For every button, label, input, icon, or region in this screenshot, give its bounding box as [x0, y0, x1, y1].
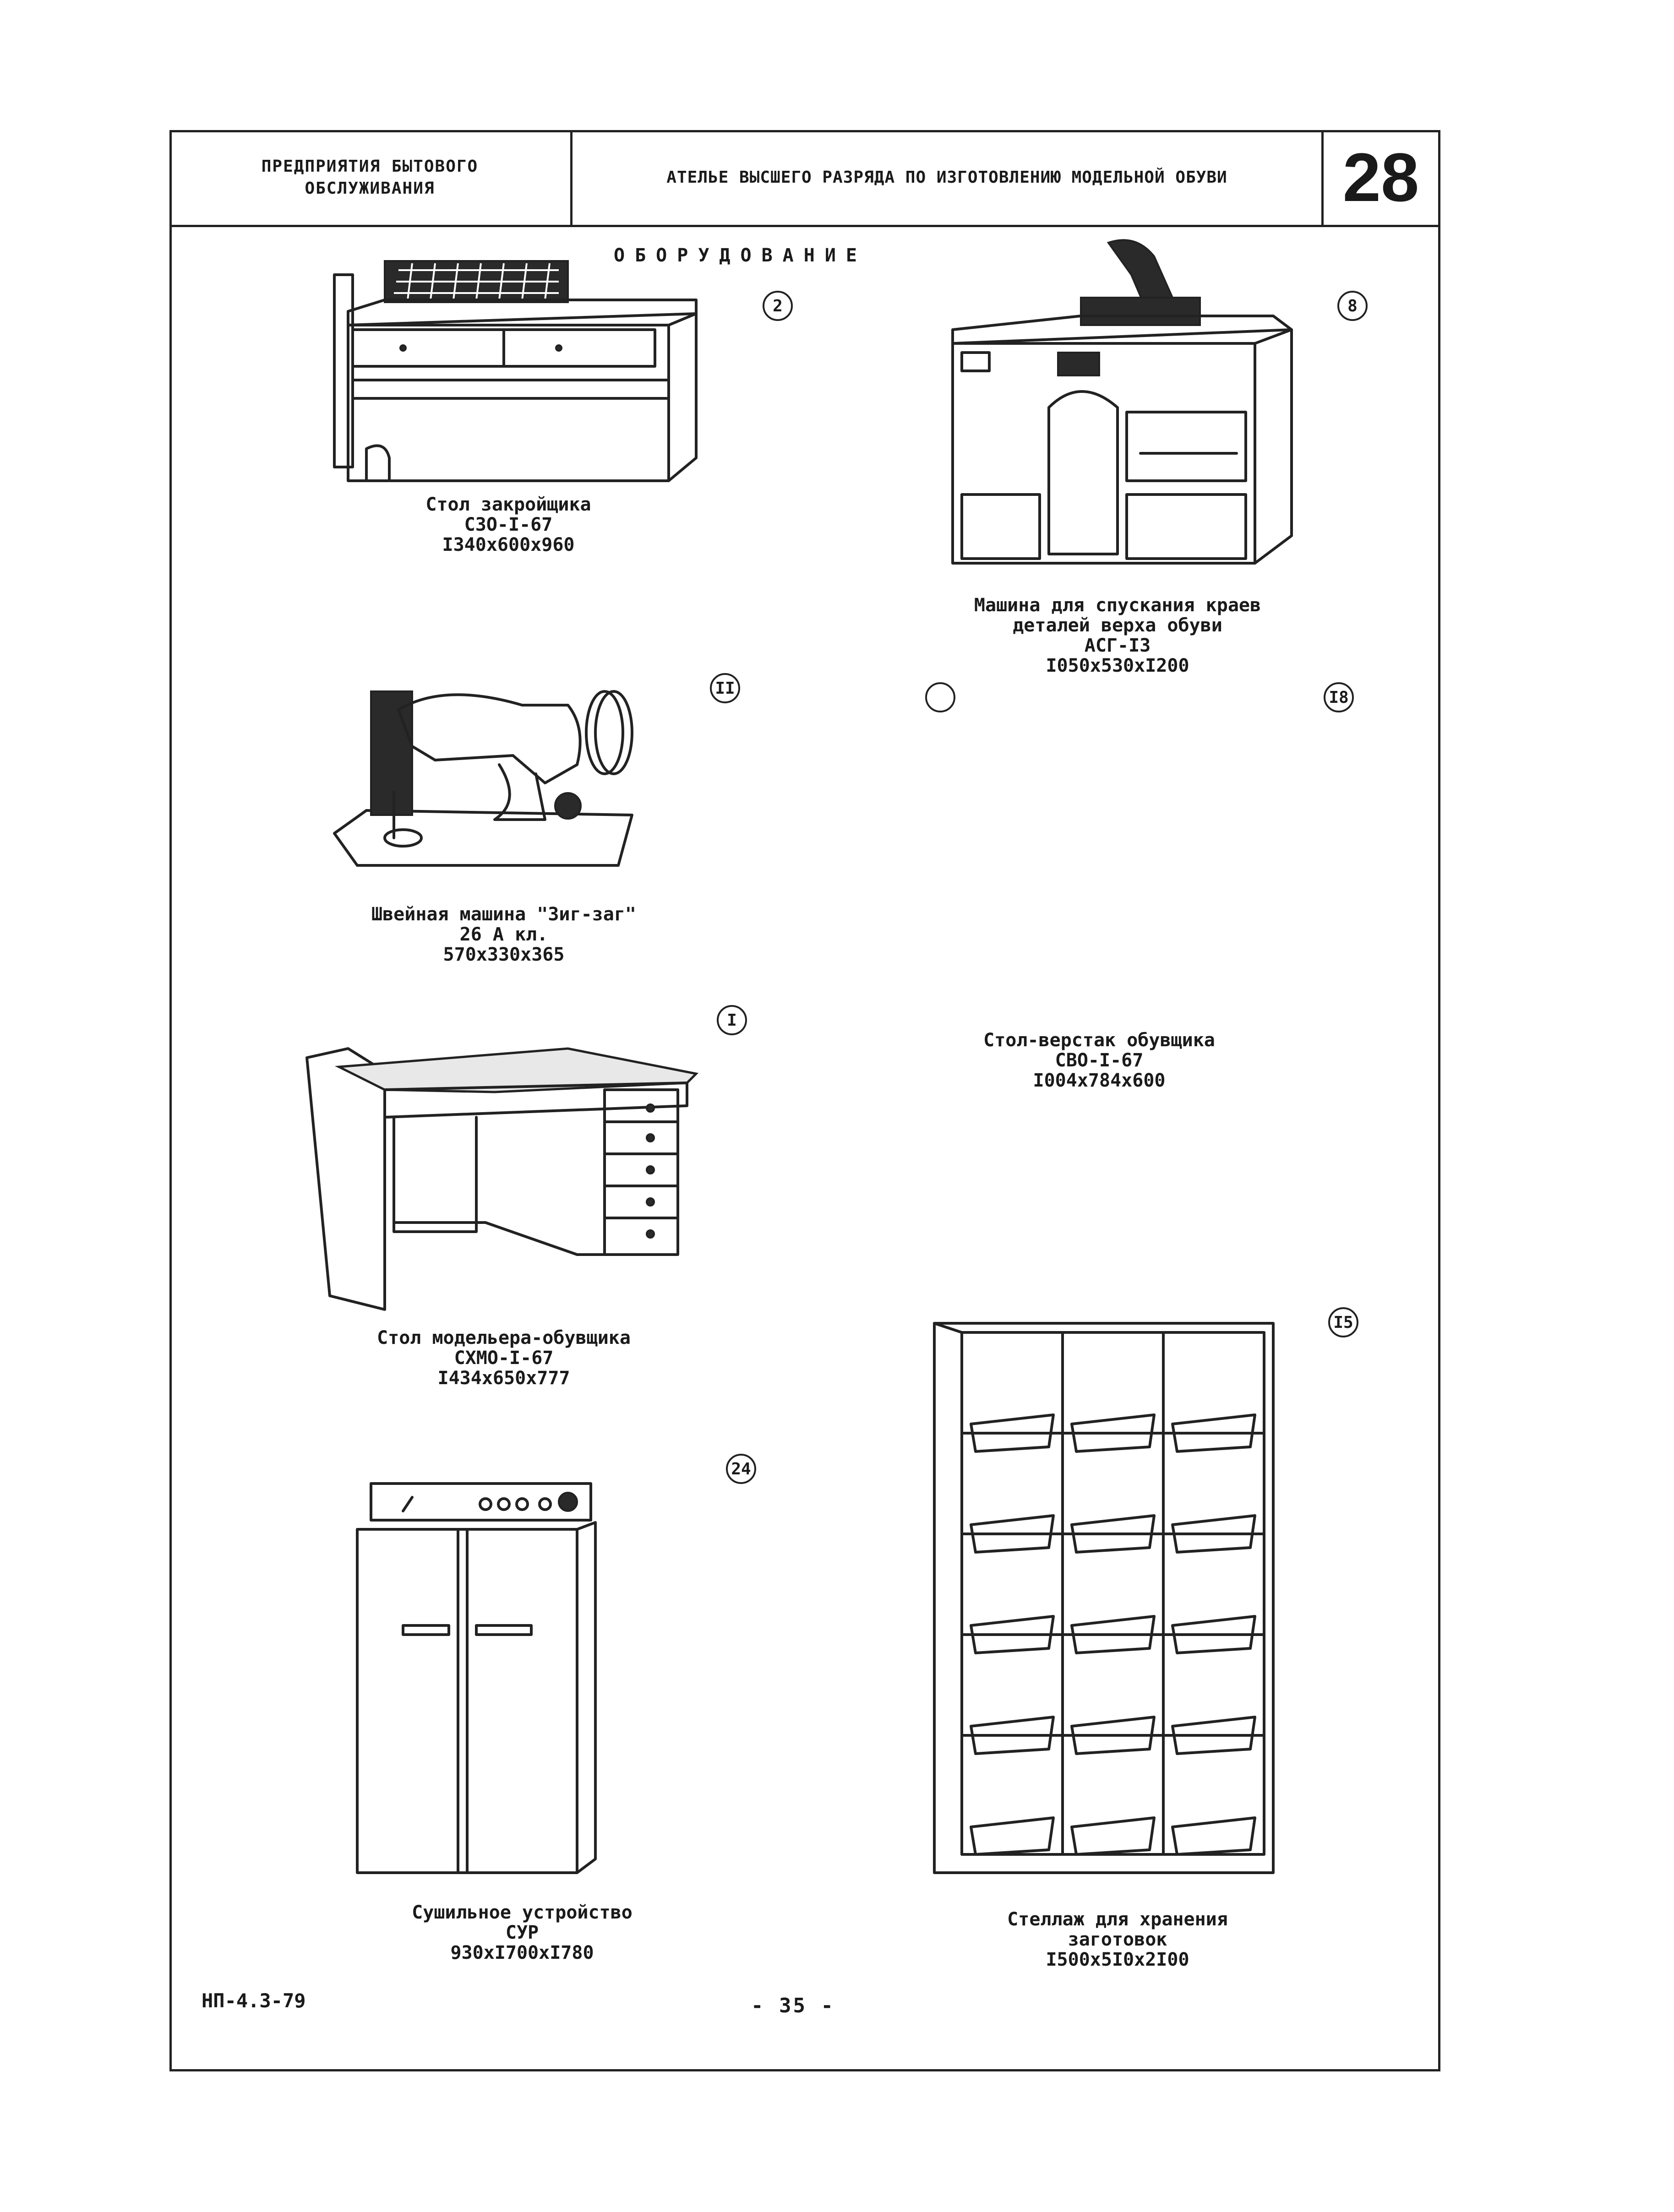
caption-line: 930xI700xI780	[450, 1942, 594, 1963]
caption-line: Машина для спускания краев	[974, 595, 1261, 616]
item-number-I5: I5	[1328, 1307, 1358, 1337]
section-title: ОБОРУДОВАНИЕ	[614, 245, 867, 266]
item-number-I: I	[717, 1005, 747, 1035]
item-number-24: 24	[726, 1454, 756, 1484]
caption-line: СХМО-I-67	[454, 1348, 554, 1369]
caption-line: I434x650x777	[437, 1368, 570, 1389]
organization-line-2: ОБСЛУЖИВАНИЯ	[305, 179, 435, 198]
caption-line: АСГ-I3	[1084, 635, 1151, 656]
page-number: - 35 -	[751, 1994, 835, 2017]
page-frame	[169, 130, 1440, 2071]
caption-line: Швейная машина "Зиг-заг"	[371, 904, 636, 925]
drying-device-drawing	[356, 1482, 597, 1874]
caption-line: Сушильное устройство	[412, 1902, 633, 1923]
workbench-drawing	[925, 682, 1292, 1030]
caption-line: заготовок	[1068, 1929, 1167, 1950]
caption-line: СУР	[505, 1922, 539, 1943]
storage-rack-drawing	[933, 1322, 1275, 1874]
sewing-machine-drawing	[333, 690, 633, 867]
caption-line: I004x784x600	[1033, 1070, 1166, 1091]
organization-cell: ПРЕДПРИЯТИЯ БЫТОВОГО ОБСЛУЖИВАНИЯ	[169, 130, 573, 225]
item-number-2: 2	[763, 291, 793, 321]
sheet-number: 28	[1342, 139, 1419, 216]
caption-line: Стеллаж для хранения	[1007, 1909, 1228, 1930]
caption-line: Стол модельера-обувщика	[377, 1327, 631, 1348]
caption-drying-device: Сушильное устройство СУР 930xI700xI780	[412, 1902, 633, 1963]
caption-line: I500x5I0x2I00	[1046, 1949, 1189, 1970]
caption-cutter-table: Стол закройщика СЗО-I-67 I340x600x960	[425, 495, 591, 555]
project-title: АТЕЛЬЕ ВЫСШЕГО РАЗРЯДА ПО ИЗГОТОВЛЕНИЮ М…	[573, 130, 1324, 225]
caption-storage-rack: Стеллаж для хранения заготовок I500x5I0x…	[1007, 1909, 1228, 1970]
caption-designer-table: Стол модельера-обувщика СХМО-I-67 I434x6…	[377, 1328, 631, 1388]
caption-line: СВО-I-67	[1055, 1050, 1144, 1071]
caption-workbench: Стол-верстак обувщика СВО-I-67 I004x784x…	[983, 1030, 1215, 1091]
caption-line: I050x530xI200	[1046, 655, 1189, 676]
caption-line: деталей верха обуви	[1013, 615, 1222, 636]
skiving-machine-drawing	[951, 239, 1293, 565]
caption-skiving-machine: Машина для спускания краев деталей верха…	[974, 595, 1261, 676]
caption-line: Стол-верстак обувщика	[983, 1030, 1215, 1051]
caption-line: 26 А кл.	[459, 924, 548, 945]
cutter-table-drawing	[333, 260, 698, 482]
caption-line: СЗО-I-67	[464, 514, 553, 535]
caption-sewing-machine: Швейная машина "Зиг-заг" 26 А кл. 570x33…	[371, 904, 636, 965]
caption-line: Стол закройщика	[425, 494, 591, 515]
item-number-II: II	[710, 673, 740, 703]
organization-line-1: ПРЕДПРИЯТИЯ БЫТОВОГО	[261, 157, 479, 176]
item-number-I8: I8	[1324, 682, 1354, 712]
designer-table-drawing	[305, 1047, 699, 1311]
caption-line: I340x600x960	[442, 534, 575, 555]
caption-line: 570x330x365	[443, 944, 565, 965]
item-number-8: 8	[1337, 291, 1368, 321]
document-code: НП-4.3-79	[202, 1989, 306, 2012]
title-block: ПРЕДПРИЯТИЯ БЫТОВОГО ОБСЛУЖИВАНИЯ АТЕЛЬЕ…	[169, 130, 1440, 227]
